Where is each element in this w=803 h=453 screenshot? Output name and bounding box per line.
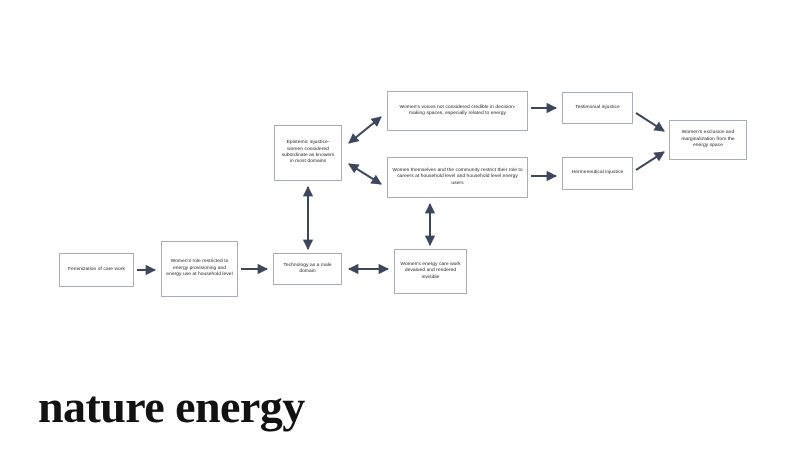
node-role-restricted: Women's role restricted to energy provis… (161, 241, 238, 297)
node-feminization-label: Feminization of care work (68, 266, 125, 272)
node-hermeneutical-injustice: Hermeneutical injustice (562, 157, 633, 190)
node-technology-male-domain: Technology as a male domain (273, 253, 342, 285)
node-feminization: Feminization of care work (59, 253, 134, 287)
node-community-restricts-role: Women themselves and the community restr… (387, 157, 528, 198)
nature-energy-wordmark: nature energy (38, 381, 305, 432)
edge-testimonial-to-exclusion (635, 112, 665, 132)
node-voices-label: Women's voices not considered credible i… (399, 104, 516, 116)
node-exclusion-label: Women's exclusion and marginalization fr… (681, 130, 735, 149)
node-hermeneutical-label: Hermeneutical injustice (571, 170, 624, 176)
edge-hermeneutical-to-exclusion (635, 151, 665, 171)
node-role-restricted-label: Women's role restricted to energy provis… (166, 259, 233, 278)
node-technology-label: Technology as a male domain (283, 262, 332, 274)
node-energy-care-work: Women's energy care work devalued and re… (394, 249, 467, 294)
edge-epistemic-to-voices (348, 116, 382, 144)
node-epistemic-injustice: Epistemic injustice- women considered su… (274, 125, 342, 181)
node-care-work-label: Women's energy care work devalued and re… (400, 261, 461, 280)
node-restrict-role-label: Women themselves and the community restr… (392, 167, 523, 186)
node-womens-exclusion: Women's exclusion and marginalization fr… (669, 120, 747, 160)
node-epistemic-label: Epistemic injustice- women considered su… (281, 140, 335, 165)
edge-epistemic-to-restrict-role (348, 163, 382, 185)
node-testimonial-injustice: Testimonial injustice (562, 92, 633, 124)
node-testimonial-label: Testimonial injustice (575, 104, 620, 110)
node-womens-voices-not-credible: Women's voices not considered credible i… (387, 91, 528, 131)
